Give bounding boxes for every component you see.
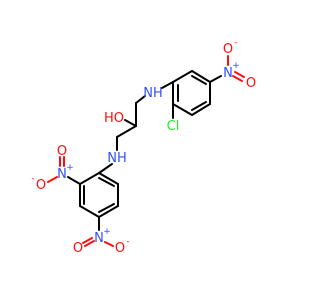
- structure-diagram: NH NH HO Cl N + O - O N + O - O N + O - …: [31, 38, 256, 256]
- atom-o-top-minus: O: [223, 42, 233, 57]
- bond: [116, 125, 137, 138]
- nitro-bonds: [47, 55, 245, 247]
- bond-inner: [98, 203, 115, 213]
- atom-labels: NH NH HO Cl N + O - O N + O - O N + O - …: [31, 38, 256, 256]
- bond: [161, 81, 174, 89]
- charge-plus-bottom: +: [103, 227, 111, 237]
- atom-nh-bottom: NH: [107, 151, 127, 166]
- atom-o-bottom-double: O: [73, 241, 83, 256]
- bond-inner: [191, 101, 207, 111]
- atom-o-top-double: O: [246, 76, 256, 91]
- bond: [135, 95, 146, 104]
- bond: [98, 163, 113, 174]
- charge-minus-top: -: [234, 38, 237, 48]
- atom-o-left-minus: O: [36, 178, 46, 193]
- atom-n-nitro-top: N: [223, 66, 233, 81]
- atom-oh: HO: [104, 111, 124, 126]
- bond-n-o: [47, 176, 58, 183]
- bond: [172, 103, 193, 116]
- charge-plus-top: +: [232, 61, 240, 71]
- molecule-canvas: NH NH HO Cl N + O - O N + O - O N + O - …: [31, 38, 256, 256]
- bond: [209, 75, 222, 83]
- charge-minus-bottom: -: [126, 237, 129, 247]
- bond: [191, 70, 211, 83]
- charge-plus-left: +: [66, 163, 74, 173]
- bond: [124, 119, 137, 127]
- bond-n-o: [82, 237, 93, 244]
- atom-n-nitro-bottom: N: [94, 231, 104, 246]
- bond-n-o: [234, 71, 245, 78]
- bond: [191, 103, 211, 116]
- bond-inner: [191, 75, 207, 85]
- atom-n-nitro-left: N: [57, 167, 67, 182]
- bonds: [67, 70, 222, 231]
- bond-n-o: [232, 75, 243, 82]
- bond: [98, 205, 119, 218]
- bond: [79, 205, 100, 218]
- bond: [172, 70, 193, 83]
- bond: [79, 172, 100, 185]
- atom-cl: Cl: [167, 119, 180, 134]
- bond: [67, 176, 81, 185]
- bond-n-o: [104, 241, 114, 247]
- bond-inner: [98, 177, 115, 187]
- bond-n-o: [84, 240, 95, 247]
- atom-nh-top: NH: [143, 86, 163, 101]
- atom-o-bottom-minus: O: [115, 241, 125, 256]
- atom-o-left-double: O: [57, 144, 67, 159]
- charge-minus-left: -: [31, 174, 34, 184]
- bond: [98, 172, 119, 185]
